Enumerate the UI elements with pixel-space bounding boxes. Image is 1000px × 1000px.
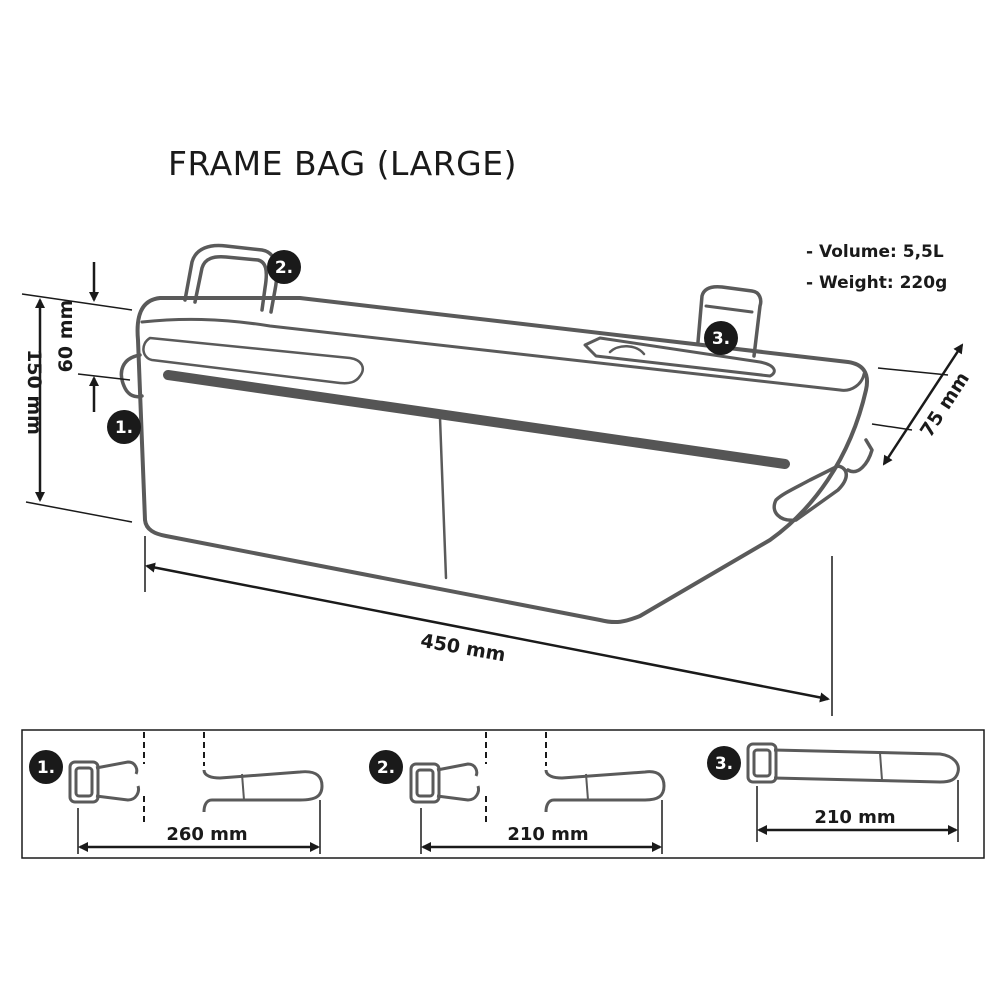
label-length: 450 mm bbox=[419, 630, 507, 667]
bag-top-seam bbox=[140, 317, 866, 392]
svg-text:2.: 2. bbox=[275, 258, 293, 278]
strap-1-tab bbox=[119, 353, 144, 399]
label-height-upper: 60 mm bbox=[55, 300, 77, 373]
badge-1: 1. bbox=[107, 410, 141, 444]
svg-text:1.: 1. bbox=[37, 758, 55, 778]
strap-2-length: 210 mm bbox=[507, 824, 588, 845]
strap-1-length: 260 mm bbox=[166, 824, 247, 845]
logo-badge bbox=[142, 336, 364, 385]
strap-1-detail: 1. 260 mm bbox=[29, 732, 324, 854]
spec-weight: - Weight: 220g bbox=[806, 273, 948, 293]
strap-2-detail: 2. 210 mm bbox=[369, 732, 666, 854]
svg-text:3.: 3. bbox=[712, 329, 730, 349]
label-height-total: 150 mm bbox=[23, 349, 45, 435]
badge-3: 3. bbox=[704, 321, 738, 355]
rear-strap bbox=[772, 464, 848, 522]
zipper bbox=[163, 370, 790, 469]
svg-text:1.: 1. bbox=[115, 418, 133, 438]
svg-text:2.: 2. bbox=[377, 758, 395, 778]
depth-arrow bbox=[882, 343, 964, 466]
strap-3-detail: 3. 210 mm bbox=[707, 742, 960, 842]
strap-3-loop bbox=[696, 285, 763, 358]
spec-volume: - Volume: 5,5L bbox=[806, 242, 944, 262]
label-depth: 75 mm bbox=[916, 368, 974, 441]
top-pocket-handle bbox=[583, 336, 776, 378]
svg-text:3.: 3. bbox=[715, 754, 733, 774]
length-arrow bbox=[145, 562, 830, 703]
diagram-title: FRAME BAG (LARGE) bbox=[168, 144, 517, 183]
badge-2: 2. bbox=[267, 250, 301, 284]
bag-illustration bbox=[119, 243, 874, 625]
dimension-lines bbox=[21, 262, 964, 716]
bag-center-seam bbox=[438, 416, 448, 580]
strap-3-length: 210 mm bbox=[814, 807, 895, 828]
